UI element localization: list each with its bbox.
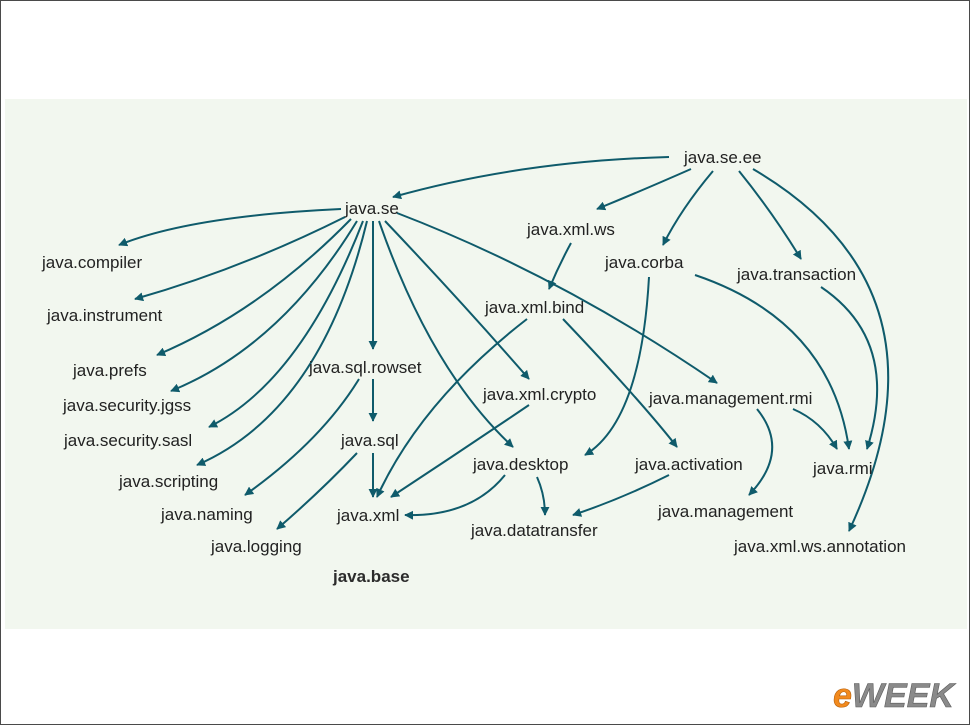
node-java-xml-bind: java.xml.bind [484, 298, 584, 317]
edge-se-to-compiler [118, 208, 342, 247]
node-java-security-sasl: java.security.sasl [63, 431, 192, 450]
node-java-sql: java.sql [340, 431, 399, 450]
edge-activation-to-datatransfer [572, 474, 670, 517]
node-java-security-jgss: java.security.jgss [62, 396, 191, 415]
edge-management-rmi-to-management [748, 408, 774, 496]
node-java-base: java.base [332, 567, 410, 586]
eweek-logo: eWEEK [833, 677, 957, 716]
node-java-transaction: java.transaction [736, 265, 856, 284]
eweek-logo-text: eWEEK [833, 677, 956, 715]
node-java-datatransfer: java.datatransfer [470, 521, 598, 540]
node-java-sql-rowset: java.sql.rowset [308, 358, 422, 377]
edge-se-ee-to-corba [662, 170, 714, 246]
module-labels: java.se.ee java.se java.compiler java.in… [41, 148, 906, 586]
node-java-scripting: java.scripting [118, 472, 218, 491]
node-java-xml: java.xml [336, 506, 399, 525]
node-java-corba: java.corba [604, 253, 684, 272]
node-java-activation: java.activation [634, 455, 743, 474]
node-java-prefs: java.prefs [72, 361, 147, 380]
node-java-management: java.management [657, 502, 793, 521]
node-java-compiler: java.compiler [41, 253, 142, 272]
edge-se-to-management-rmi [396, 212, 718, 384]
node-java-se-ee: java.se.ee [683, 148, 762, 167]
edge-xml-bind-to-xml [376, 318, 528, 498]
edge-corba-to-rmi [694, 274, 853, 450]
edge-xml-ws-to-xml-bind [547, 242, 572, 290]
node-java-naming: java.naming [160, 505, 253, 524]
node-java-logging: java.logging [210, 537, 302, 556]
edge-se-to-jgss [170, 220, 358, 393]
node-java-xml-ws: java.xml.ws [526, 220, 615, 239]
edge-sql-to-logging [276, 452, 358, 530]
edge-se-ee-to-transaction [738, 170, 802, 260]
node-java-xml-crypto: java.xml.crypto [482, 385, 596, 404]
edge-desktop-to-datatransfer [536, 476, 550, 516]
edge-se-ee-to-xml-ws [596, 168, 692, 211]
edge-xml-bind-to-activation [562, 318, 678, 448]
diagram-panel [5, 99, 967, 629]
dependency-edges [118, 156, 890, 532]
edge-se-to-desktop [378, 220, 514, 448]
edge-xml-crypto-to-xml [390, 404, 530, 498]
node-java-rmi: java.rmi [812, 459, 873, 478]
edge-se-to-xml-crypto [384, 220, 530, 380]
edge-se-to-instrument [134, 216, 346, 302]
node-java-desktop: java.desktop [472, 455, 568, 474]
node-java-management-rmi: java.management.rmi [648, 389, 812, 408]
edge-management-rmi-to-rmi [792, 408, 838, 450]
edge-desktop-to-xml [404, 474, 506, 520]
edge-transaction-to-rmi [820, 286, 879, 450]
node-java-xml-ws-annotation: java.xml.ws.annotation [733, 537, 906, 556]
edge-se-to-prefs [156, 218, 352, 356]
edge-se-to-scripting [196, 220, 368, 466]
edge-sql-rowset-to-naming [244, 378, 360, 496]
edge-corba-to-desktop [584, 276, 650, 456]
edge-se-to-sasl [208, 220, 364, 428]
edge-se-ee-to-se [392, 156, 670, 200]
edge-se-ee-to-xml-ws-annotation [752, 168, 890, 532]
node-java-instrument: java.instrument [46, 306, 163, 325]
node-java-se: java.se [344, 199, 399, 218]
